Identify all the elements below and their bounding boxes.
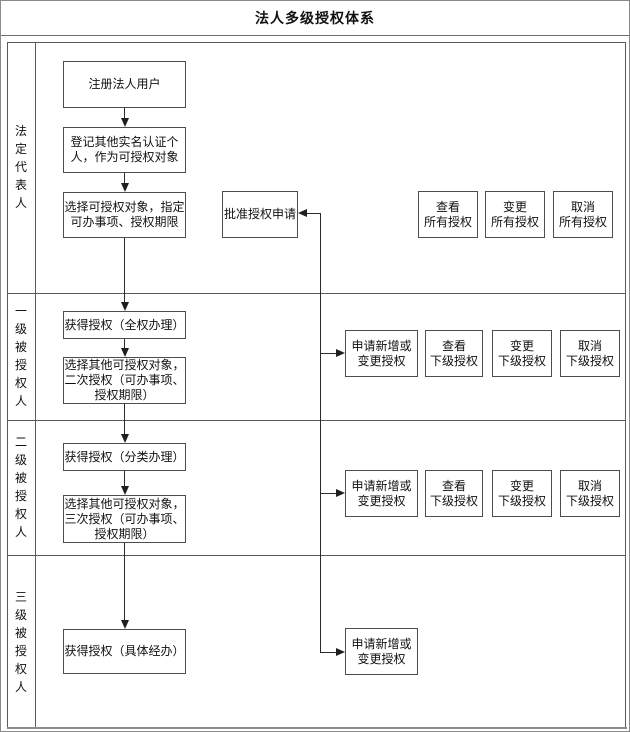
flow-box-l2-get-auth: 获得授权（全权办理） xyxy=(63,311,186,339)
connector-line xyxy=(124,108,125,120)
arrowhead-right-icon xyxy=(336,648,345,656)
flow-box-l3-view-sub-auth: 查看 下级授权 xyxy=(425,470,483,517)
flow-box-change-all-auth: 变更 所有授权 xyxy=(485,191,545,238)
lane-divider-1 xyxy=(7,293,626,294)
connector-line xyxy=(124,543,125,622)
diagram-title: 法人多级授权体系 xyxy=(255,10,375,26)
arrowhead-down-icon xyxy=(121,348,129,357)
arrowhead-down-icon xyxy=(121,486,129,495)
label-column-divider xyxy=(35,42,36,729)
arrowhead-right-icon xyxy=(336,489,345,497)
flow-box-choose-authorizee: 选择可授权对象，指定 可办事项、授权期限 xyxy=(63,192,186,238)
arrowhead-left-icon xyxy=(298,209,307,217)
title-band: 法人多级授权体系 xyxy=(1,1,629,36)
connector-line xyxy=(320,652,337,653)
flow-box-l2-apply-change: 申请新增或 变更授权 xyxy=(345,330,418,377)
frame-bottom-bar xyxy=(7,727,627,729)
lane-divider-2 xyxy=(7,420,626,421)
lane-label-level3-authorized: 三级被授权人 xyxy=(14,590,27,694)
arrowhead-down-icon xyxy=(121,434,129,443)
flow-box-l3-choose-authorizee: 选择其他可授权对象， 三次授权（可办事项、 授权期限） xyxy=(63,495,186,543)
flow-box-l3-cancel-sub-auth: 取消 下级授权 xyxy=(560,470,620,517)
flow-box-l3-get-auth: 获得授权（分类办理） xyxy=(63,443,186,471)
flow-box-l2-cancel-sub-auth: 取消 下级授权 xyxy=(560,330,620,377)
flow-box-l4-get-auth: 获得授权（具体经办） xyxy=(63,629,186,674)
flow-box-l2-change-sub-auth: 变更 下级授权 xyxy=(492,330,552,377)
connector-line xyxy=(124,339,125,350)
lane-label-legal-representative: 法定代表人 xyxy=(14,124,27,210)
connector-line xyxy=(320,493,337,494)
connector-line xyxy=(320,353,337,354)
lane-divider-3 xyxy=(7,555,626,556)
arrowhead-down-icon xyxy=(121,302,129,311)
arrowhead-down-icon xyxy=(121,118,129,127)
lane-label-level1-authorized: 一级被授权人 xyxy=(14,304,27,408)
connector-line xyxy=(307,213,321,214)
lane-label-level2-authorized: 二级被授权人 xyxy=(14,435,27,539)
connector-line xyxy=(124,173,125,185)
flow-box-view-all-auth: 查看 所有授权 xyxy=(418,191,478,238)
flow-box-approve-request: 批准授权申请 xyxy=(222,191,298,238)
flow-box-record-individuals: 登记其他实名认证个 人，作为可授权对象 xyxy=(63,127,186,173)
flow-box-l4-apply-change: 申请新增或 变更授权 xyxy=(345,628,418,675)
flow-box-register-legal-user: 注册法人用户 xyxy=(63,61,186,108)
connector-line xyxy=(124,404,125,436)
flow-box-l3-change-sub-auth: 变更 下级授权 xyxy=(492,470,552,517)
arrowhead-right-icon xyxy=(336,349,345,357)
flow-box-l2-view-sub-auth: 查看 下级授权 xyxy=(425,330,483,377)
flow-box-l2-choose-authorizee: 选择其他可授权对象， 二次授权（可办事项、 授权期限） xyxy=(63,357,186,404)
flow-box-l3-apply-change: 申请新增或 变更授权 xyxy=(345,470,418,517)
arrowhead-down-icon xyxy=(121,183,129,192)
arrowhead-down-icon xyxy=(121,620,129,629)
connector-line xyxy=(320,213,321,653)
flow-box-cancel-all-auth: 取消 所有授权 xyxy=(553,191,613,238)
connector-line xyxy=(124,238,125,304)
connector-line xyxy=(124,471,125,488)
